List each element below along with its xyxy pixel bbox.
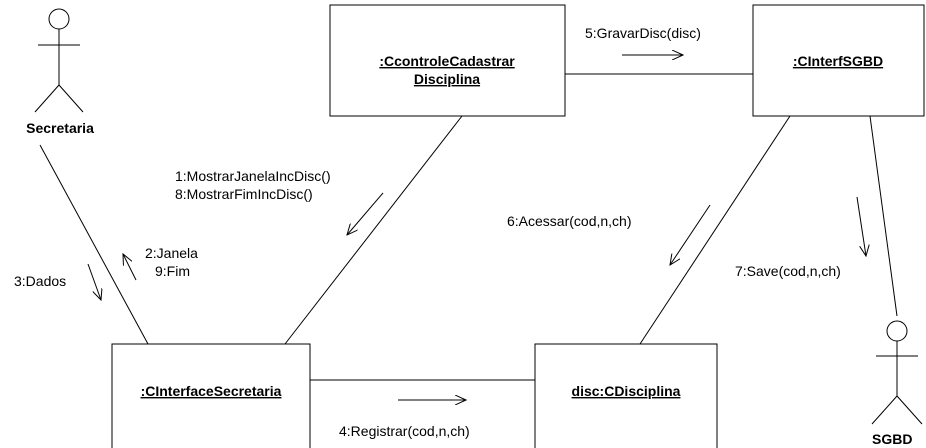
message-label-5: 5:GravarDisc(disc) — [585, 25, 701, 41]
message-label-4: 4:Registrar(cod,n,ch) — [339, 423, 470, 439]
actor-secretaria-label: Secretaria — [26, 120, 94, 136]
message-label-1: 1:MostrarJanelaIncDisc() — [175, 168, 331, 184]
object-disc-cdisciplina-label: disc:CDisciplina — [572, 383, 681, 399]
arrow-message-6 — [670, 204, 711, 265]
actor-sgbd: SGBD — [871, 320, 923, 447]
message-label-6: 6:Acessar(cod,n,ch) — [507, 213, 632, 229]
message-label-8: 8:MostrarFimIncDisc() — [175, 186, 313, 202]
message-label-7: 7:Save(cod,n,ch) — [735, 263, 841, 279]
link-secretaria-interface — [39, 144, 149, 345]
link-interfsgbd-disciplina — [639, 115, 791, 345]
message-label-9: 9:Fim — [155, 263, 190, 279]
arrow-message-1-8 — [347, 192, 384, 235]
arrow-message-3 — [87, 263, 101, 300]
message-label-3: 3:Dados — [14, 273, 66, 289]
object-cinterface-secretaria-label: :CInterfaceSecretaria — [141, 383, 282, 399]
object-disc-cdisciplina: disc:CDisciplina — [534, 343, 718, 448]
object-cinterface-secretaria: :CInterfaceSecretaria — [111, 343, 311, 448]
link-controle-interface — [284, 115, 463, 345]
arrow-message-7 — [856, 196, 866, 256]
message-label-2: 2:Janela — [145, 245, 198, 261]
arrow-message-2-9 — [123, 254, 137, 281]
object-controle-cadastrar-disciplina: :CcontroleCadastrar Disciplina — [329, 4, 566, 117]
object-controle-label-line2: Disciplina — [414, 71, 480, 87]
object-controle-label-line1: :CcontroleCadastrar — [379, 53, 515, 69]
object-cinterf-sgbd: :CInterfSGBD — [752, 4, 925, 117]
actor-secretaria: Secretaria — [26, 8, 94, 136]
actor-sgbd-label: SGBD — [872, 431, 912, 447]
link-interfsgbd-sgbd — [869, 115, 898, 317]
object-cinterf-sgbd-label: :CInterfSGBD — [793, 53, 883, 69]
